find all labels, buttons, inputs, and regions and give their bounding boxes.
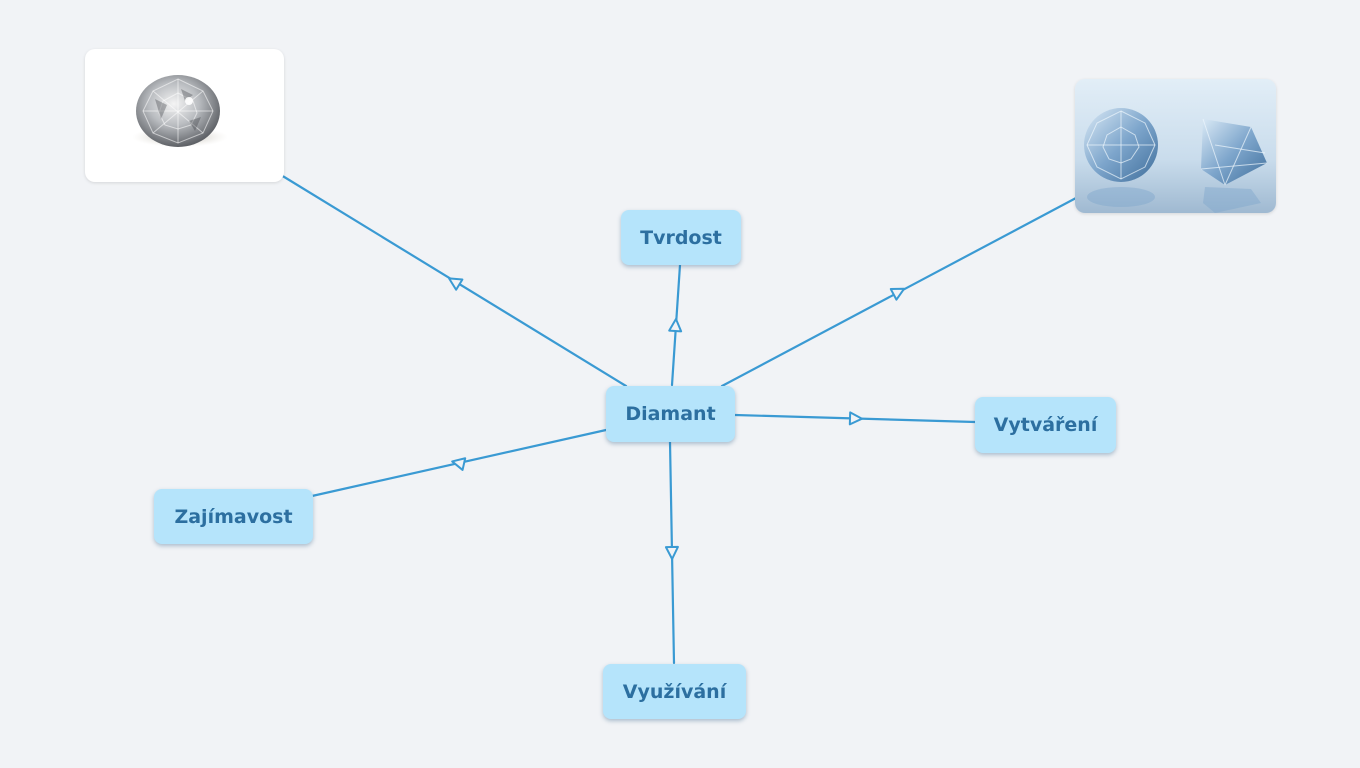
node-vytvareni[interactable]: Vytváření (975, 397, 1116, 453)
node-vyuzivani-label: Využívání (622, 680, 727, 703)
arrowhead-vyuzivani (664, 545, 679, 560)
node-tvrdost[interactable]: Tvrdost (621, 210, 741, 265)
node-tvrdost-label: Tvrdost (640, 226, 722, 249)
arrowhead-image-right (889, 287, 906, 301)
diamond-image-node-left[interactable] (85, 49, 284, 182)
arrowhead-zajimavost (451, 457, 467, 471)
node-vyuzivani[interactable]: Využívání (603, 664, 746, 719)
diamond-image-node-right[interactable] (1075, 79, 1276, 213)
node-diamant-label: Diamant (625, 403, 716, 425)
node-zajimavost[interactable]: Zajímavost (154, 489, 313, 544)
diamond-photo-white-icon (132, 75, 228, 147)
node-diamant-center[interactable]: Diamant (606, 386, 735, 442)
arrowhead-vytvareni (848, 411, 863, 426)
arrowhead-tvrdost (668, 318, 683, 333)
node-vytvareni-label: Vytváření (993, 414, 1098, 436)
diamonds-photo-blue-icon (1075, 79, 1276, 213)
node-zajimavost-label: Zajímavost (174, 505, 293, 528)
arrowhead-image-left (448, 277, 464, 291)
